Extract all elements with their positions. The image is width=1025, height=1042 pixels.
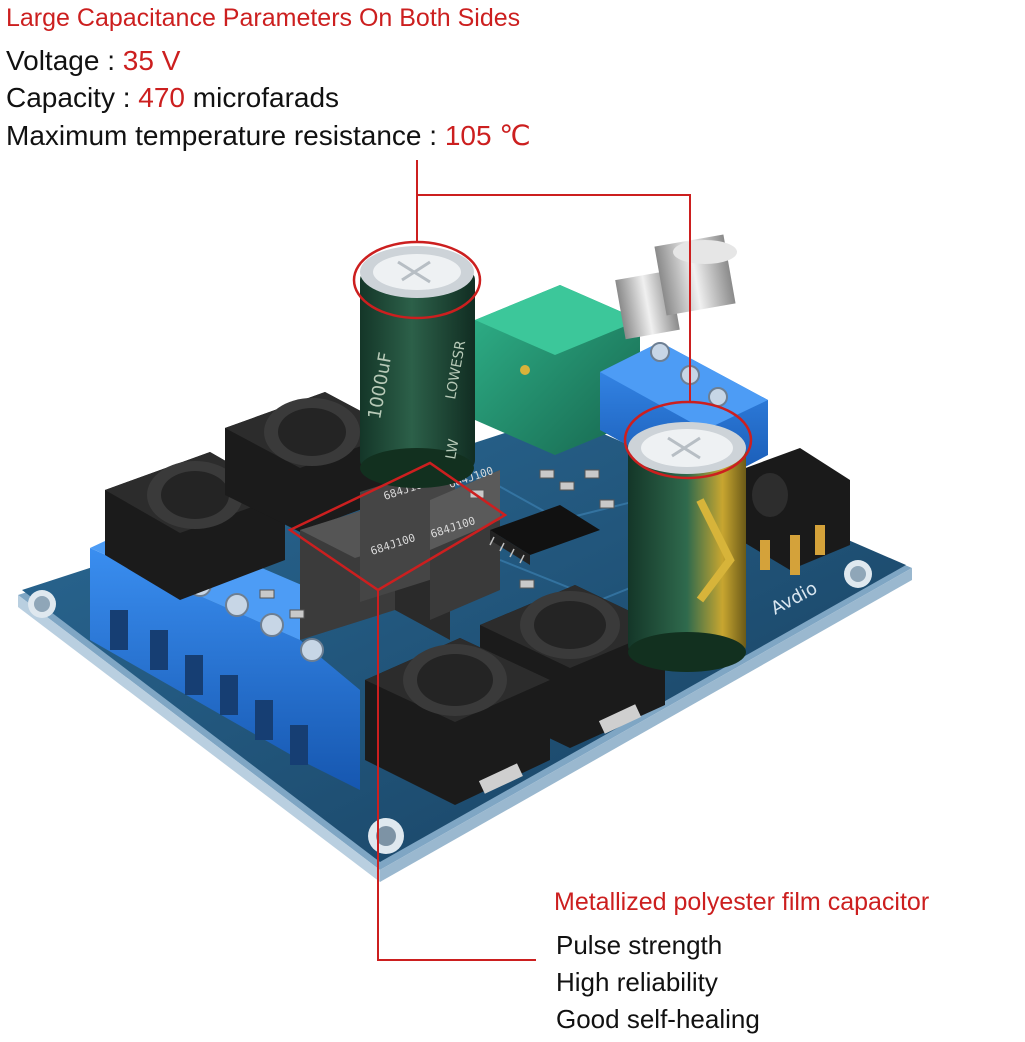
amplifier-chip: [489, 505, 600, 565]
highlight-capacitor-right: [623, 400, 753, 480]
mounting-hole: [844, 560, 872, 588]
mounting-hole: [368, 818, 404, 854]
highlight-film-capacitors: [287, 461, 508, 592]
smd-components: [259, 469, 615, 619]
feature-item: Good self-healing: [556, 1004, 760, 1034]
feature-item: Pulse strength: [556, 930, 723, 960]
spec-voltage-label: Voltage :: [6, 45, 123, 76]
electrolytic-capacitor: [628, 422, 746, 672]
capacitor-brand: LW: [443, 438, 462, 461]
callout-leader-bottom: [377, 590, 536, 961]
mounting-hole: [28, 590, 56, 618]
spec-capacity-unit: microfarads: [185, 82, 340, 113]
spec-voltage: Voltage : 35 V: [6, 45, 180, 77]
spec-voltage-value: 35 V: [122, 45, 181, 76]
callout-leader-top: [416, 160, 691, 402]
inductor: [225, 392, 400, 532]
spec-capacity-value: 470: [138, 82, 185, 113]
spec-temperature-value: 105 ℃: [444, 120, 531, 151]
spec-temperature-label: Maximum temperature resistance :: [6, 120, 445, 151]
inductor: [365, 638, 550, 805]
film-capacitor-callout-title: Metallized polyester film capacitor: [554, 888, 930, 916]
spec-capacity-label: Capacity :: [6, 82, 139, 113]
feature-item: High reliability: [556, 967, 718, 997]
spec-temperature: Maximum temperature resistance : 105 ℃: [6, 119, 531, 152]
capacitor-callout-title: Large Capacitance Parameters On Both Sid…: [6, 4, 521, 32]
audio-jack: [740, 448, 850, 575]
potentiometer: [475, 234, 737, 455]
film-capacitor-group: [300, 462, 500, 640]
electrolytic-capacitor: [360, 246, 475, 488]
spec-capacity: Capacity : 470 microfarads: [6, 82, 339, 114]
